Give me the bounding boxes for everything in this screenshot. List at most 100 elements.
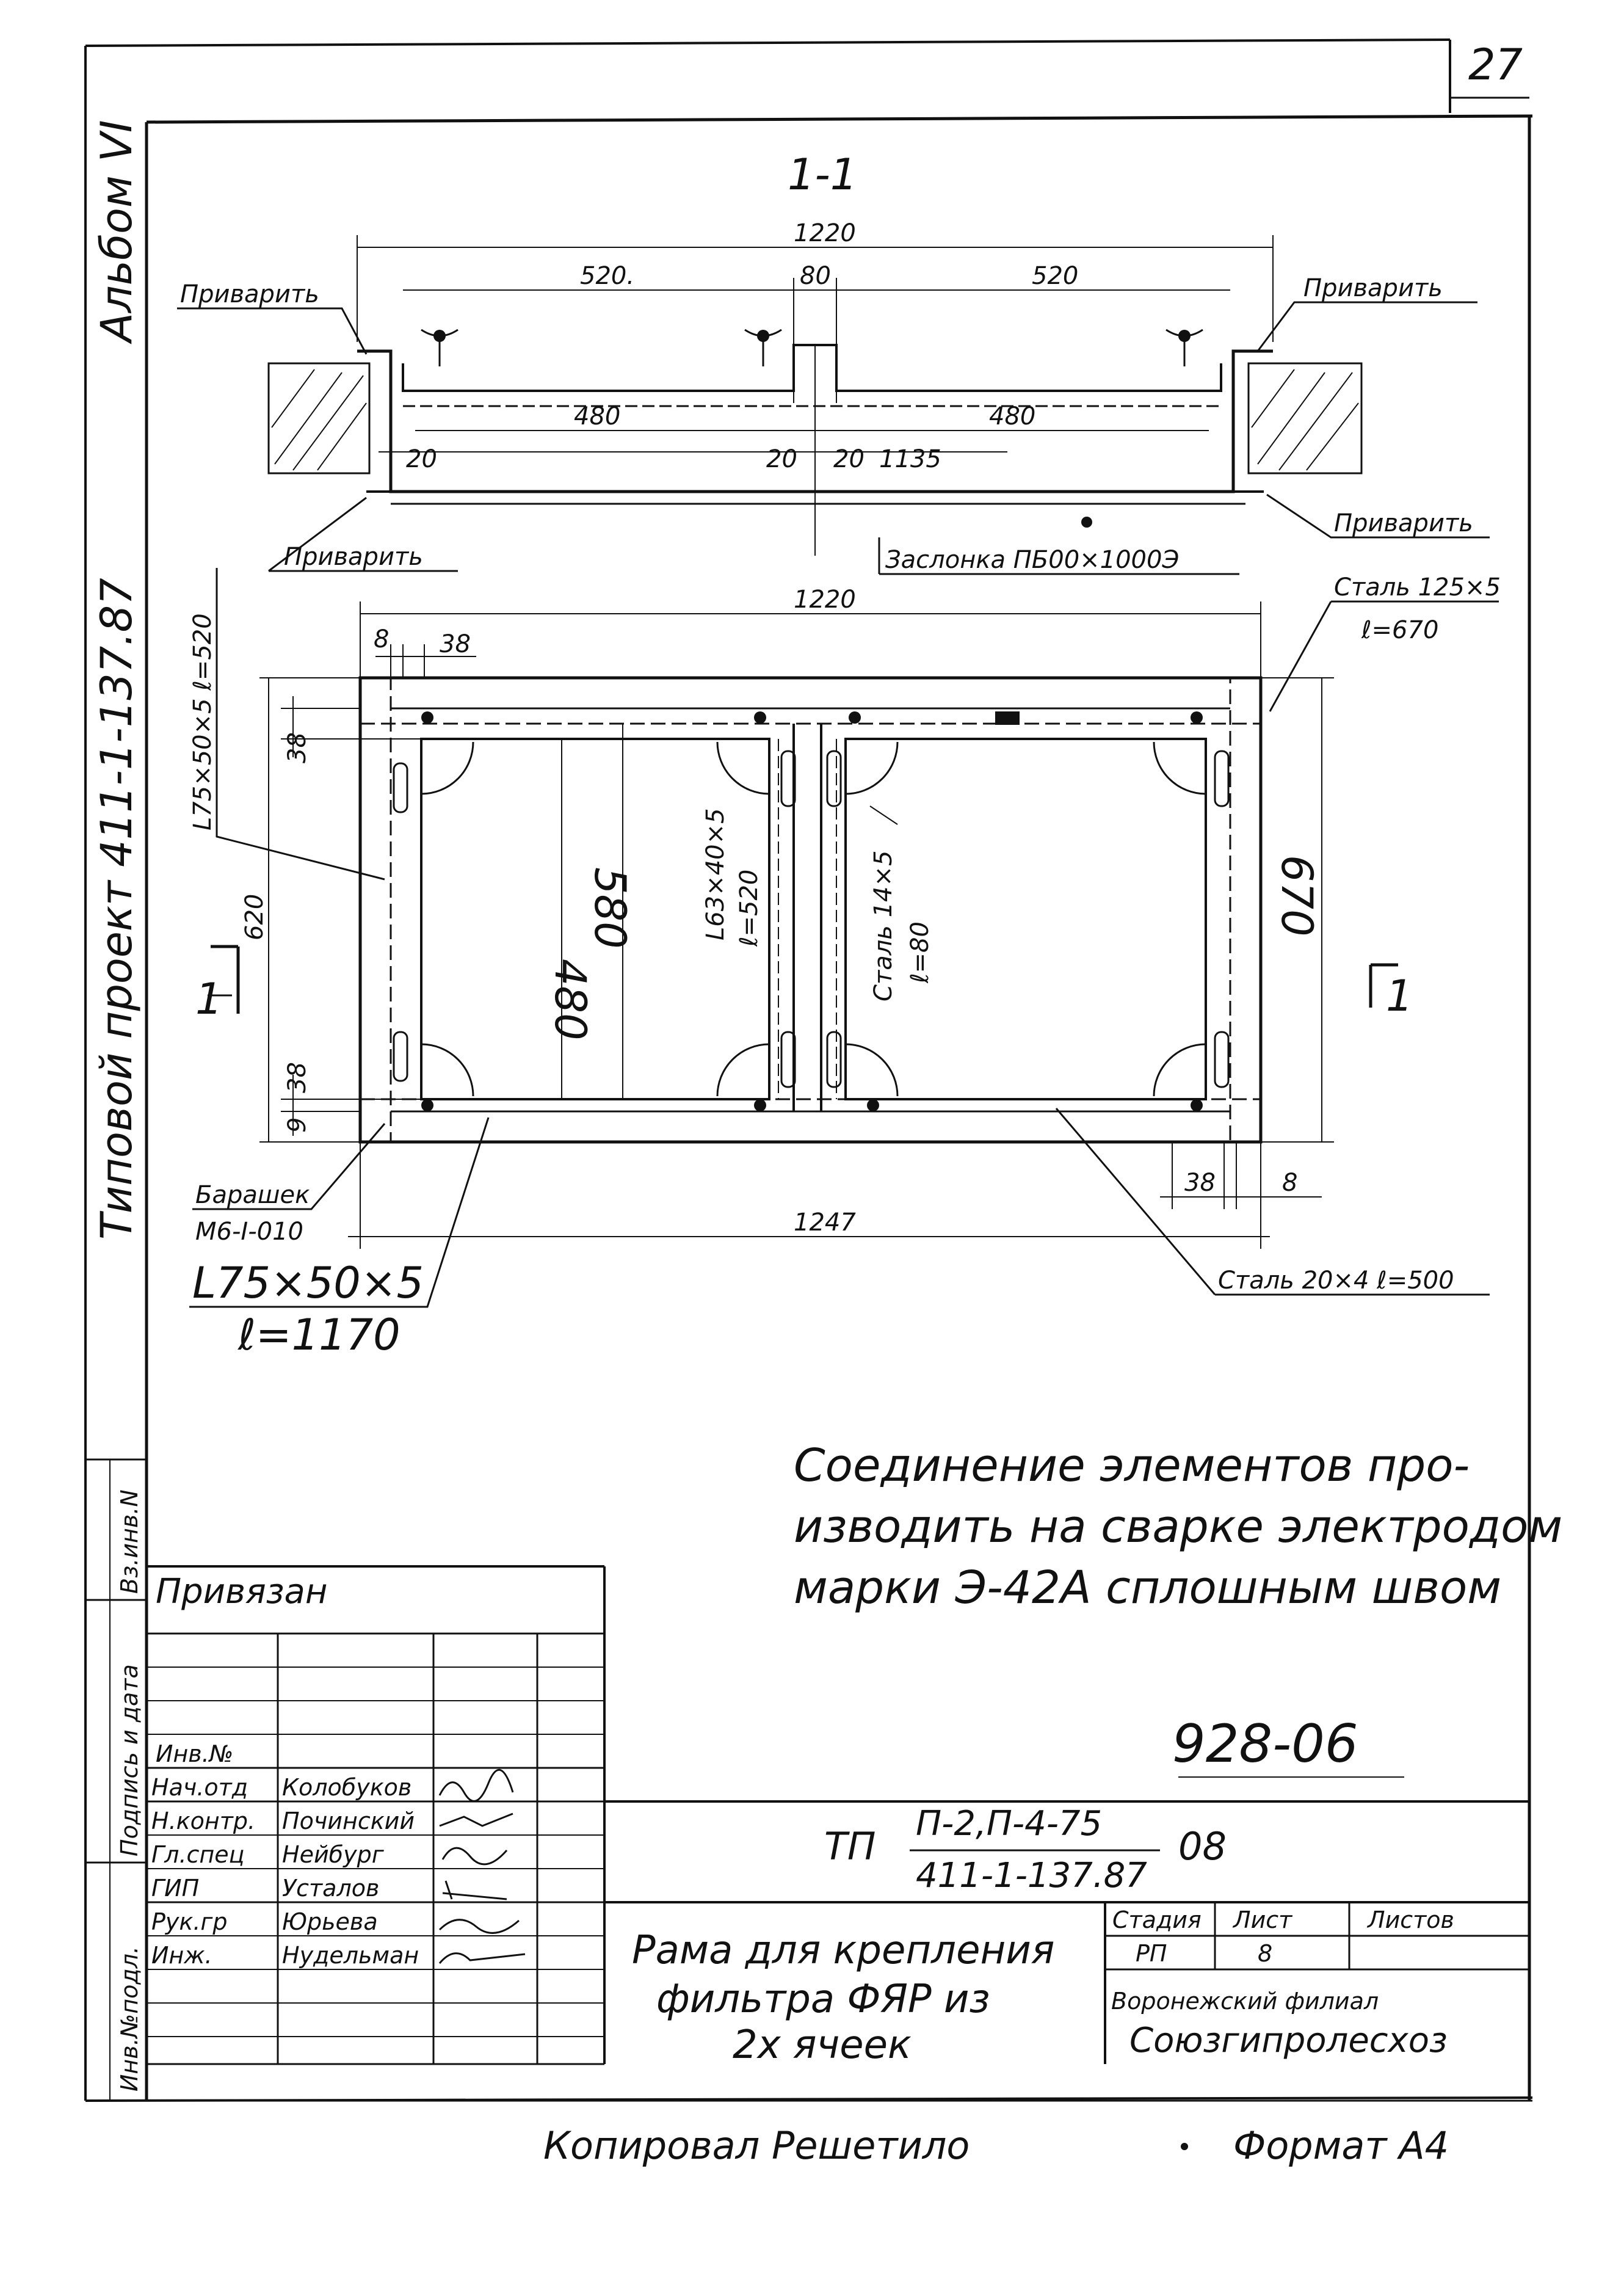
album-label: Альбом VI	[92, 120, 142, 344]
dim-580-plan: 580	[585, 867, 635, 949]
dim-20-mid: 20	[766, 445, 797, 473]
wall-left	[267, 362, 371, 474]
section-view: 1-1 1220 520. 80 520	[177, 150, 1501, 712]
vzam-inv-label: Вз.инв.N	[116, 1489, 143, 1594]
plan-view: 1220 8 38	[189, 568, 1490, 1360]
dim-38-bottom: 38	[1184, 1169, 1216, 1197]
angle-mid-label: L63×40×5	[701, 808, 730, 940]
side-strip: Альбом VI Типовой проект 411-1-137.87 Вз…	[85, 120, 147, 2101]
dim-8-top: 8	[374, 625, 389, 653]
wingnut-spec: М6-I-010	[195, 1218, 303, 1246]
tp-suffix: 08	[1178, 1824, 1227, 1869]
weld-label-top-right: Приварить	[1303, 274, 1443, 302]
dim-1247: 1247	[794, 1209, 856, 1237]
wingnut-label: Барашек	[195, 1181, 310, 1209]
dim-38-top: 38	[440, 630, 471, 658]
dim-8-bottom: 8	[1282, 1169, 1297, 1197]
tp-bottom: 411-1-137.87	[916, 1856, 1147, 1896]
note-line-3: марки Э-42А сплошным швом	[794, 1561, 1501, 1614]
dim-620: 620	[241, 894, 269, 940]
title-block: 928-06 Привязан Инв.№ Нач.отд Колобуков …	[147, 1565, 1529, 2068]
dim-670-plan: 670	[1272, 855, 1322, 937]
role-3: ГИП	[151, 1875, 199, 1902]
format-label: Формат А4	[1233, 2123, 1449, 2168]
dim-80: 80	[800, 262, 831, 290]
tp-prefix: ТП	[824, 1824, 876, 1869]
angle-left-label: L75×50×5 ℓ=520	[189, 613, 217, 831]
name-2: Нейбург	[282, 1841, 385, 1868]
weld-label-top-left: Приварить	[180, 280, 319, 308]
dim-1220-section: 1220	[794, 219, 856, 247]
damper-label: Заслонка ПБ00×1000Э	[885, 546, 1179, 574]
tp-top: П-2,П-4-75	[916, 1804, 1102, 1844]
dim-1220-plan: 1220	[794, 586, 856, 614]
filter-cell-right	[844, 738, 1207, 1100]
drawing-name-3: 2х ячеек	[733, 2023, 912, 2068]
weld-label-bottom-left: Приварить	[284, 543, 423, 571]
sheet-value: 8	[1258, 1940, 1272, 1967]
welding-note: Соединение элементов про- изводить на св…	[794, 1439, 1562, 1614]
name-0: Колобуков	[282, 1774, 411, 1801]
steel-20-label: Сталь 20×4 ℓ=500	[1218, 1267, 1454, 1295]
angle-mid-length: ℓ=520	[735, 870, 763, 947]
angle-bottom-label: L75×50×5	[192, 1258, 424, 1308]
copied-by: Копировал Решетило	[543, 2123, 970, 2168]
steel-mid-length: ℓ=80	[906, 921, 934, 984]
angle-bottom-length: ℓ=1170	[237, 1310, 401, 1360]
name-3: Усталов	[282, 1875, 379, 1902]
role-0: Нач.отд	[151, 1774, 248, 1801]
dim-20-right: 20	[833, 445, 865, 473]
doc-code: 928-06	[1172, 1714, 1358, 1775]
sheet-frame	[84, 38, 1533, 2102]
dim-520-right: 520	[1032, 262, 1078, 290]
drawing-name-2: фильтра ФЯР из	[656, 1977, 990, 2022]
dim-9-left-bot: 9	[283, 1118, 311, 1133]
inv-orig-label: Инв.№подл.	[116, 1946, 143, 2092]
wingnut-icon	[1165, 329, 1203, 366]
dim-480-left: 480	[574, 402, 620, 431]
steel-125-label: Сталь 125×5	[1334, 573, 1501, 602]
org-line-1: Воронежский филиал	[1111, 1988, 1379, 2015]
wall-right	[1247, 362, 1363, 474]
section-title: 1-1	[788, 150, 857, 200]
stage-value: РП	[1136, 1940, 1167, 1967]
inv-no-label: Инв.№	[156, 1740, 233, 1767]
project-label: Типовой проект 411-1-137.87	[92, 578, 142, 1240]
role-4: Рук.гр	[151, 1908, 228, 1935]
stage-header: Стадия	[1112, 1907, 1202, 1933]
role-5: Инж.	[151, 1942, 212, 1969]
sheets-header: Листов	[1366, 1907, 1454, 1933]
wingnut-icon	[744, 329, 782, 366]
name-5: Нудельман	[282, 1942, 419, 1969]
privyazan-label: Привязан	[156, 1572, 327, 1612]
dim-1135: 1135	[879, 445, 941, 473]
dim-480-plan: 480	[545, 959, 595, 1041]
sheet-number: 27	[1468, 40, 1523, 90]
name-1: Починский	[282, 1808, 415, 1834]
dim-20-left: 20	[406, 445, 437, 473]
role-2: Гл.спец	[151, 1841, 245, 1868]
steel-125-length: ℓ=670	[1361, 616, 1438, 644]
steel-mid-label: Сталь 14×5	[869, 851, 897, 1001]
drawing-name-1: Рама для крепления	[632, 1928, 1054, 1973]
wingnut-icon	[421, 329, 459, 366]
bolt-icons	[421, 711, 1203, 1111]
note-line-1: Соединение элементов про-	[794, 1439, 1470, 1492]
filter-cell-left	[420, 738, 770, 1100]
weld-label-bottom-right: Приварить	[1334, 509, 1473, 537]
frame-outline	[358, 676, 1263, 1144]
wingnut-icon	[1081, 517, 1092, 528]
sheet-header: Лист	[1232, 1907, 1293, 1933]
dim-480-right: 480	[989, 402, 1035, 431]
name-4: Юрьева	[282, 1908, 378, 1935]
signatures	[438, 1768, 526, 1964]
org-line-2: Союзгипролесхоз	[1129, 2021, 1448, 2060]
cut-mark-right: 1	[1386, 971, 1413, 1021]
footer: Копировал Решетило Формат А4	[543, 2123, 1449, 2168]
note-line-2: изводить на сварке электродом	[794, 1500, 1562, 1553]
role-1: Н.контр.	[151, 1808, 255, 1834]
sign-date-label: Подпись и дата	[116, 1664, 143, 1856]
dim-520-left: 520.	[580, 262, 634, 290]
cut-mark-left: 1	[195, 974, 223, 1024]
